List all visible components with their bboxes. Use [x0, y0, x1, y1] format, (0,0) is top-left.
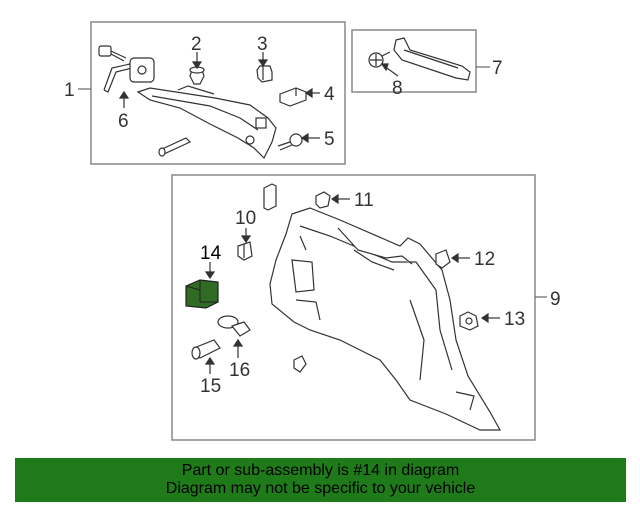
highlighted-part-14[interactable] [185, 279, 219, 309]
parts-diagram: 1 2 3 4 5 6 7 8 9 10 11 12 13 14 15 16 [64, 21, 561, 441]
nut-part-13 [459, 311, 479, 331]
callout-9: 9 [550, 289, 561, 310]
bolt-part-8 [368, 51, 391, 68]
callout-12: 12 [474, 249, 495, 270]
pin-part [158, 137, 192, 157]
banner-line-1: Part or sub-assembly is #14 in diagram [181, 462, 460, 479]
small-clip-part [293, 355, 307, 373]
callout-5: 5 [324, 129, 335, 150]
info-banner: Part or sub-assembly is #14 in diagram D… [15, 458, 626, 502]
callout-7: 7 [492, 58, 503, 79]
callout-10: 10 [235, 208, 256, 229]
clip-part-3 [256, 65, 273, 83]
callout-2: 2 [191, 34, 202, 55]
callout-15: 15 [200, 376, 221, 397]
clip-part-10 [237, 241, 253, 261]
pin-part-15 [191, 339, 221, 360]
screw-part-5 [277, 133, 303, 151]
callout-4: 4 [324, 84, 335, 105]
clip-part-12 [435, 249, 451, 269]
block-part-4 [279, 87, 307, 107]
callout-16: 16 [229, 360, 250, 381]
callout-14: 14 [200, 243, 222, 264]
wire-harness-part [103, 57, 155, 93]
upper-trim-bracket-part [136, 85, 277, 160]
callout-1: 1 [64, 80, 75, 101]
rail-part-7 [393, 37, 471, 81]
callout-3: 3 [257, 34, 268, 55]
callout-8: 8 [392, 78, 403, 99]
clip-part-11 [315, 191, 331, 209]
callout-6: 6 [118, 111, 129, 132]
bracket-part [263, 183, 277, 211]
callout-11: 11 [354, 190, 374, 211]
clip-part-16 [217, 315, 251, 337]
callout-13: 13 [504, 309, 525, 330]
clip-part-2 [189, 66, 205, 85]
quarter-trim-panel [269, 207, 502, 431]
banner-line-2: Diagram may not be specific to your vehi… [165, 480, 476, 497]
bolt-part [98, 45, 127, 62]
